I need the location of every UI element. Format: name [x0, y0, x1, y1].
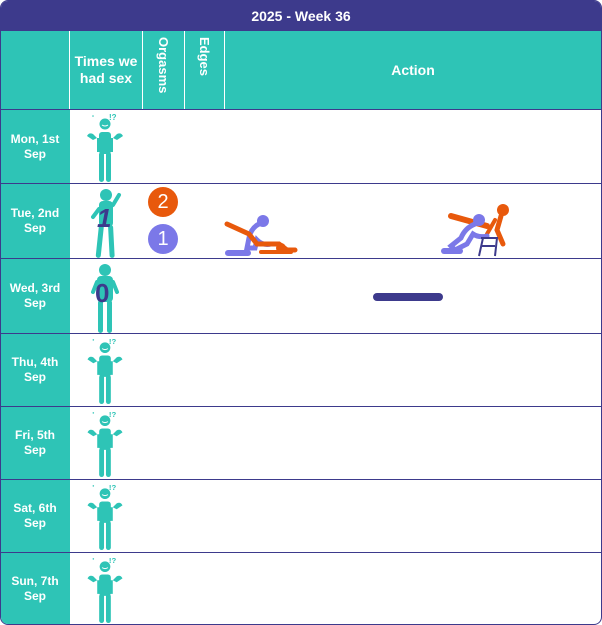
times-cell	[69, 110, 143, 183]
times-cell	[69, 553, 143, 624]
day-label: Tue, 2nd Sep	[1, 184, 69, 258]
header-orgasms-label: Orgasms	[156, 37, 171, 94]
day-row-wed: Wed, 3rd Sep 0	[1, 258, 601, 333]
figure-holding-zero-icon: 0	[91, 264, 119, 333]
header-edges-label: Edges	[197, 37, 212, 77]
week-title: 2025 - Week 36	[1, 1, 601, 31]
times-cell	[69, 480, 143, 552]
orgasm-badge-lavender: 1	[148, 224, 178, 254]
day-row-mon: Mon, 1st Sep	[1, 109, 601, 183]
day-label: Wed, 3rd Sep	[1, 259, 69, 333]
day-row-sat: Sat, 6th Sep	[1, 479, 601, 552]
action-bar	[373, 293, 443, 301]
times-cell: 1	[69, 184, 143, 258]
header-row: Times we had sex Orgasms Edges Action	[1, 31, 601, 109]
day-row-tue: Tue, 2nd Sep 1 2 1	[1, 183, 601, 258]
header-edges: Edges	[184, 31, 224, 109]
header-times: Times we had sex	[69, 31, 142, 109]
day-label: Sun, 7th Sep	[1, 553, 69, 624]
shrug-icon	[87, 482, 123, 551]
day-label: Sat, 6th Sep	[1, 480, 69, 552]
day-row-thu: Thu, 4th Sep	[1, 333, 601, 406]
day-row-sun: Sun, 7th Sep	[1, 552, 601, 624]
times-value: 0	[95, 278, 109, 308]
day-label: Thu, 4th Sep	[1, 334, 69, 406]
chair-position-figures-icon	[441, 204, 509, 257]
times-cell	[69, 407, 143, 479]
shrug-icon	[87, 555, 123, 624]
shrug-icon	[87, 409, 123, 478]
header-action: Action	[224, 31, 601, 109]
day-label: Mon, 1st Sep	[1, 110, 69, 183]
times-value: 1	[97, 203, 111, 233]
header-orgasms: Orgasms	[142, 31, 184, 109]
figure-holding-one-icon: 1	[91, 189, 121, 258]
shrug-icon	[87, 336, 123, 405]
day-label: Fri, 5th Sep	[1, 407, 69, 479]
position-figures-icon	[224, 215, 298, 256]
shrug-icon	[86, 112, 124, 183]
orgasm-badge-orange: 2	[148, 187, 178, 217]
day-row-fri: Fri, 5th Sep	[1, 406, 601, 479]
times-cell	[69, 334, 143, 406]
times-cell: 0	[69, 259, 143, 333]
